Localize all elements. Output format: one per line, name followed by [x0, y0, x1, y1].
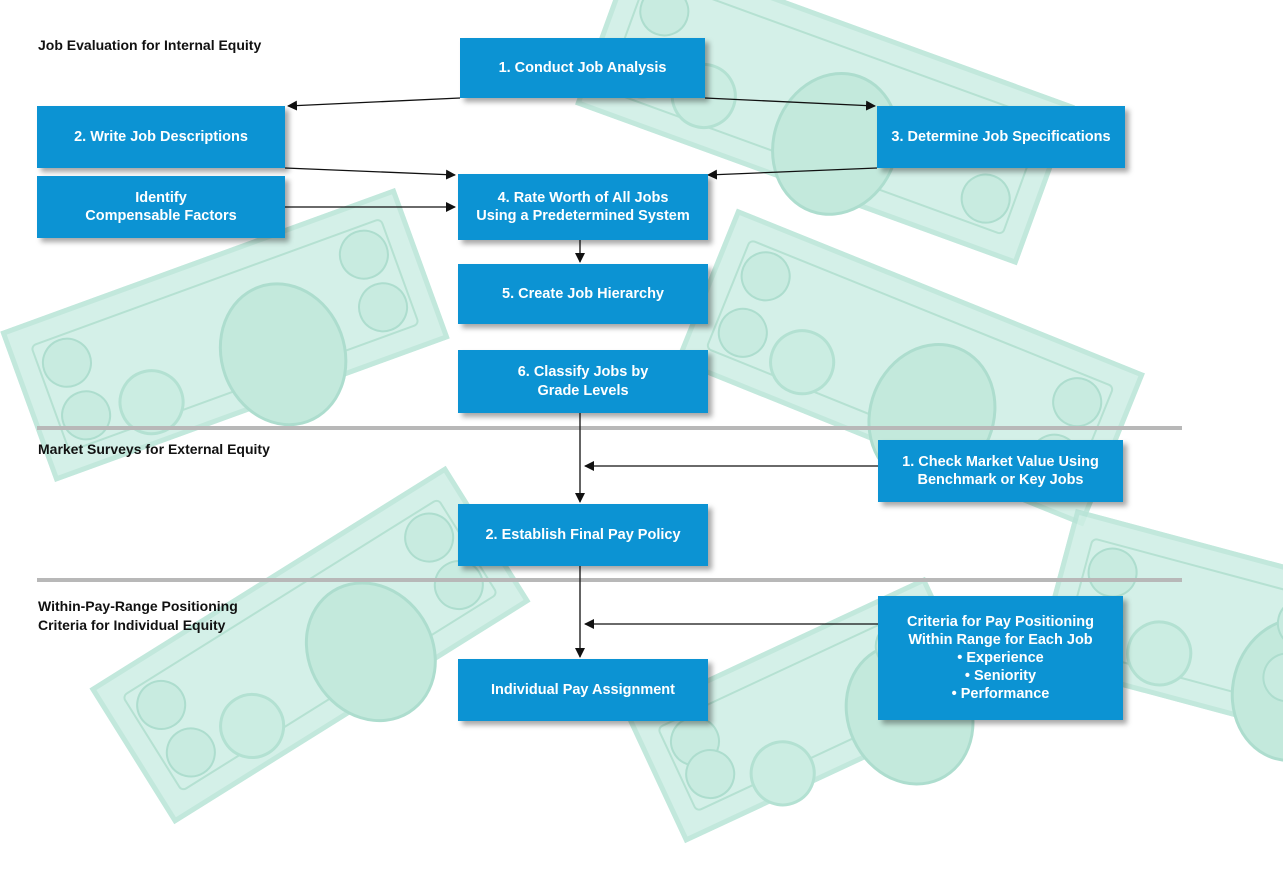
arrow-specifications-to-rate — [707, 167, 878, 180]
text-line: Market Surveys for External Equity — [38, 441, 270, 457]
text-line: Compensable Factors — [85, 208, 237, 224]
arrow-analysis-to-descriptions — [287, 97, 461, 111]
text-line: 3. Determine Job Specifications — [891, 128, 1111, 145]
text-line: Criteria for Individual Equity — [38, 617, 226, 633]
text-line: Benchmark or Key Jobs — [917, 472, 1084, 488]
text-line: 1. Conduct Job Analysis — [498, 59, 667, 76]
node-create-job-hierarchy: 5. Create Job Hierarchy — [458, 264, 708, 324]
text-line: Grade Levels — [537, 382, 629, 399]
section-label-job-evaluation: Job Evaluation for Internal Equity — [38, 36, 261, 55]
text-line: Within Range for Each Job — [908, 631, 1093, 648]
text-line: • Performance — [951, 686, 1050, 703]
text-line: Criteria for Pay Positioning — [907, 613, 1094, 630]
text-line: • Experience — [957, 649, 1044, 666]
node-establish-final-pay-policy: 2. Establish Final Pay Policy — [458, 504, 708, 566]
flow-arrows — [284, 97, 878, 658]
section-divider — [37, 578, 1182, 582]
text-line: 4. Rate Worth of All Jobs — [497, 189, 669, 206]
arrow-descriptions-to-rate — [284, 167, 456, 180]
node-conduct-job-analysis: 1. Conduct Job Analysis — [460, 38, 705, 98]
node-individual-pay-assignment: Individual Pay Assignment — [458, 659, 708, 721]
text-line: Job Evaluation for Internal Equity — [38, 37, 262, 53]
text-line: Individual Pay Assignment — [491, 681, 675, 698]
text-line: Identify — [135, 189, 187, 206]
text-line: 2. Establish Final Pay Policy — [485, 526, 681, 543]
text-line: 5. Create Job Hierarchy — [502, 285, 664, 302]
text-line: 6. Classify Jobs by — [517, 364, 649, 381]
text-line: Within-Pay-Range Positioning — [38, 598, 238, 614]
arrow-analysis-to-specifications — [704, 97, 876, 111]
text-line: 2. Write Job Descriptions — [74, 128, 248, 145]
text-line: Using a Predetermined System — [476, 208, 690, 224]
text-line: • Seniority — [964, 668, 1037, 685]
section-divider — [37, 426, 1182, 430]
node-determine-job-specifications: 3. Determine Job Specifications — [877, 106, 1125, 168]
text-line: 1. Check Market Value Using — [902, 453, 1099, 470]
section-label-market-surveys: Market Surveys for External Equity — [38, 440, 270, 459]
node-write-job-descriptions: 2. Write Job Descriptions — [37, 106, 285, 168]
